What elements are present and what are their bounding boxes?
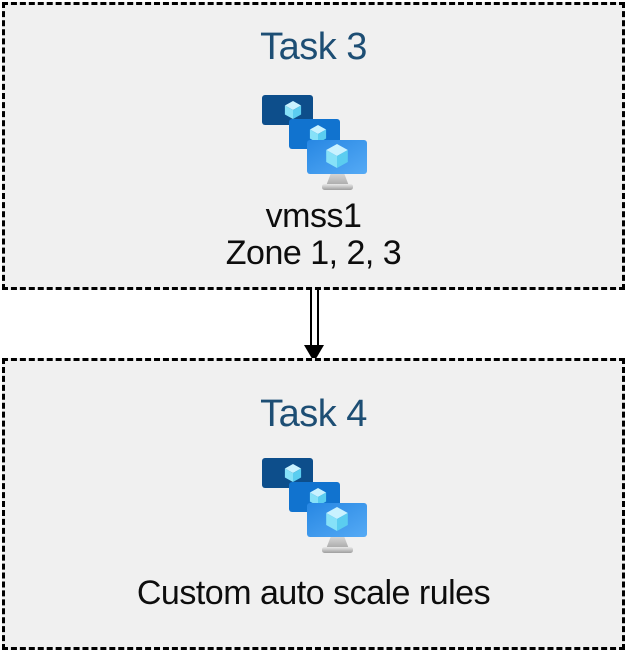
task3-labels: vmss1 Zone 1, 2, 3: [225, 197, 402, 272]
task4-box: Task 4: [2, 358, 625, 650]
arrow-head-icon: [304, 345, 324, 362]
task4-labels: Custom auto scale rules: [136, 574, 491, 612]
task4-title: Task 4: [260, 393, 367, 435]
vmss-name-label: vmss1: [265, 197, 362, 235]
connector-arrow: [303, 289, 325, 362]
vm-scale-set-icon: [261, 95, 367, 190]
task3-box: Task 3: [2, 2, 625, 290]
autoscale-label: Custom auto scale rules: [136, 574, 491, 612]
task3-title: Task 3: [260, 26, 367, 68]
vm-scale-set-icon: [261, 458, 367, 553]
double-line: [309, 289, 319, 347]
zones-label: Zone 1, 2, 3: [225, 234, 402, 272]
